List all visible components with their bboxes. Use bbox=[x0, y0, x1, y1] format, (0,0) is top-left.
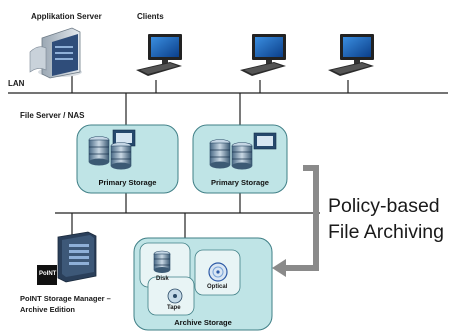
policy-title-line1: Policy-based bbox=[328, 195, 440, 217]
client-computer-icon bbox=[240, 34, 286, 76]
optical-disc-icon bbox=[208, 262, 228, 282]
archive-storage-label: Archive Storage bbox=[174, 318, 232, 327]
archive-disk-icon bbox=[153, 250, 171, 273]
optical-label: Optical bbox=[207, 284, 228, 290]
storage-manager-server-icon bbox=[57, 231, 97, 283]
storage-manager-label-line2: Archive Edition bbox=[20, 305, 76, 314]
disk-stack-icon bbox=[209, 132, 277, 170]
primary-storage-label-2: Primary Storage bbox=[211, 178, 269, 187]
app-server-label: Applikation Server bbox=[31, 12, 102, 21]
tape-icon bbox=[167, 288, 183, 304]
primary-storage-label-1: Primary Storage bbox=[98, 178, 157, 187]
point-logo bbox=[37, 265, 57, 285]
tape-label: Tape bbox=[167, 305, 181, 311]
lan-label: LAN bbox=[8, 79, 25, 88]
client-computer-icon bbox=[136, 34, 182, 76]
arrow-icon bbox=[283, 165, 319, 271]
point-logo-text: PoINT bbox=[39, 271, 57, 277]
disk-label: Disk bbox=[156, 276, 169, 282]
policy-title-line2: File Archiving bbox=[328, 221, 444, 243]
clients-label: Clients bbox=[137, 12, 164, 21]
client-computer-icon bbox=[328, 34, 374, 76]
file-server-label: File Server / NAS bbox=[20, 111, 85, 120]
storage-manager-label-line1: PoINT Storage Manager – bbox=[20, 294, 111, 303]
disk-stack-icon bbox=[88, 129, 136, 170]
application-server-icon bbox=[29, 27, 82, 79]
